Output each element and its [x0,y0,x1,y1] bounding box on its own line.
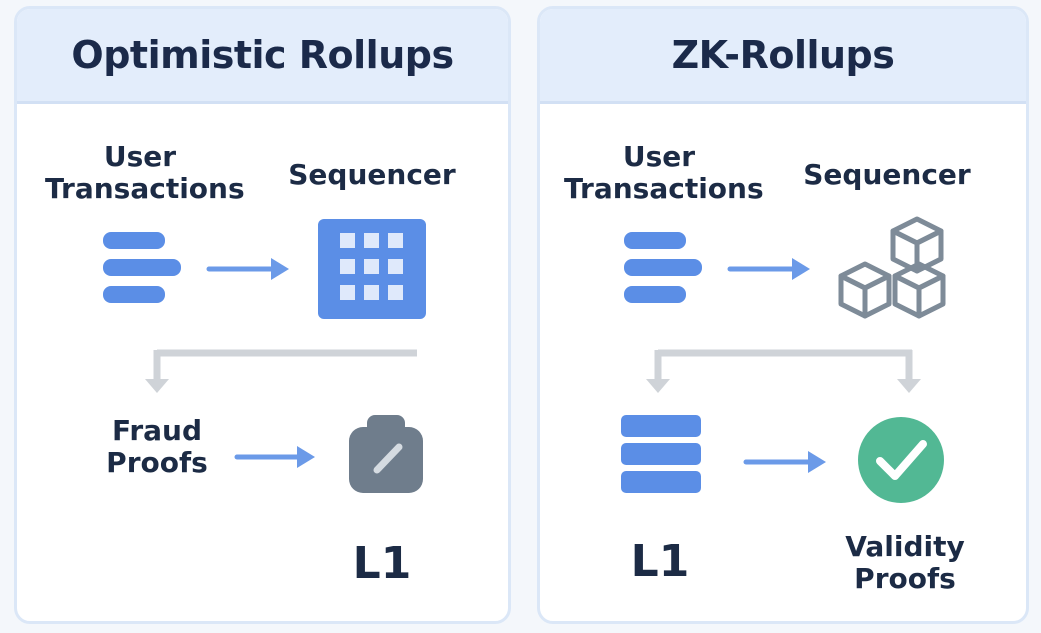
cube-left [838,261,892,319]
validity-proofs-line1: Validity [845,530,965,563]
cubes-icon [838,216,946,319]
padlock-pen-icon [349,415,423,493]
user-transactions-label: User Transactions [564,140,764,206]
zk-rollups-panel: ZK-Rollups User Transactions Sequencer L… [537,6,1029,624]
l1-label: L1 [630,536,690,587]
user-transactions-label: User Transactions [45,140,245,206]
sequencer-label: Sequencer [803,158,971,191]
arrow-to-sequencer-icon [206,258,289,280]
database-icon [621,415,701,493]
optimistic-diagram-graphics [103,219,426,493]
stacked-bars-icon [103,232,181,303]
fraud-proofs-label: Fraud Proofs [77,414,237,480]
cube-top [890,216,944,274]
cube-right [892,261,946,319]
sequencer-label: Sequencer [288,158,456,191]
zk-panel-title: ZK-Rollups [671,33,895,77]
user-transactions-line1: User [622,140,696,173]
check-circle-icon [858,417,944,503]
validity-proofs-line2: Proofs [854,562,956,596]
connector-icon [646,349,921,393]
optimistic-panel-title: Optimistic Rollups [71,33,454,77]
grid-icon [318,219,426,319]
arrow-to-validity-icon [743,451,826,473]
arrow-to-l1-icon [234,446,315,468]
l1-label: L1 [352,538,412,589]
zk-panel-header: ZK-Rollups [540,9,1026,104]
fraud-proofs-line2: Proofs [106,446,208,480]
optimistic-panel-header: Optimistic Rollups [17,9,508,104]
user-transactions-line2: Transactions [564,172,764,206]
user-transactions-line2: Transactions [45,172,245,206]
fraud-proofs-line1: Fraud [111,414,202,447]
validity-proofs-label: Validity Proofs [820,530,990,596]
zk-diagram-graphics [621,216,946,503]
user-transactions-line1: User [103,140,177,173]
stacked-bars-icon [624,232,702,303]
arrow-to-sequencer-icon [727,258,810,280]
connector-icon [145,349,417,393]
optimistic-rollups-panel: Optimistic Rollups User Transactions Seq… [14,6,511,624]
